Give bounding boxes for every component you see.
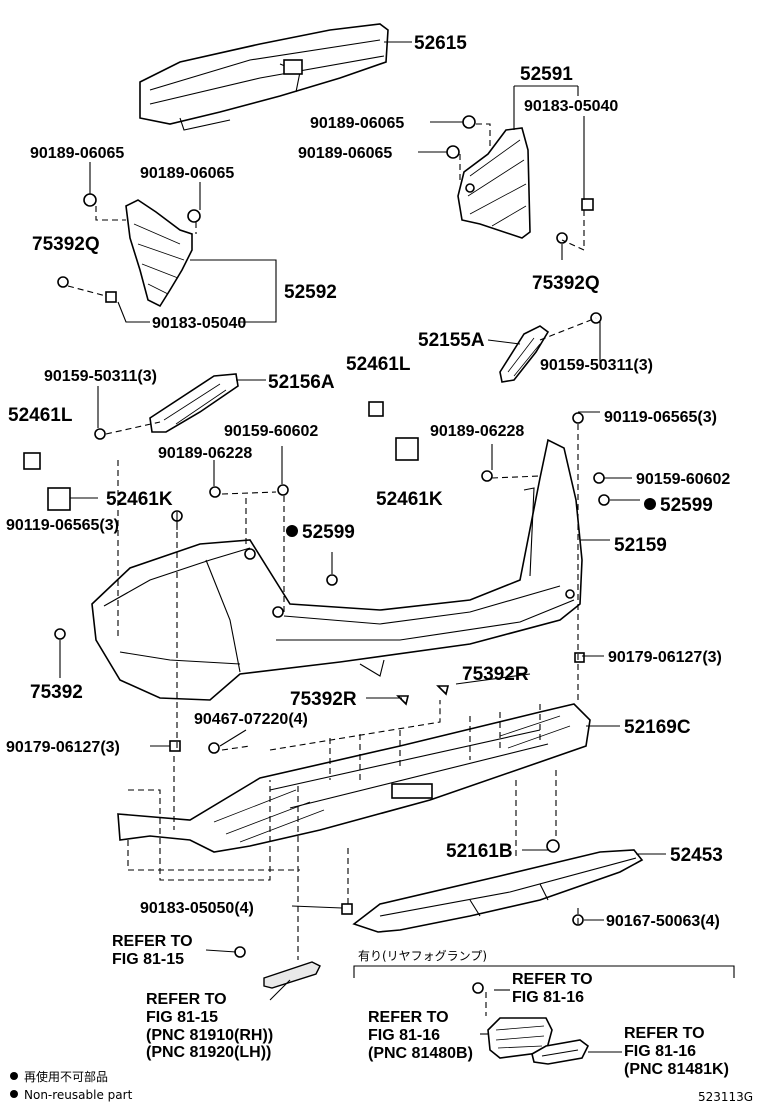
label-90119-06565-r: 90119-06565(3) xyxy=(604,409,717,426)
fasteners xyxy=(54,115,610,994)
label-75392: 75392 xyxy=(30,682,83,703)
label-90189-06065-c: 90189-06065 xyxy=(30,145,124,162)
label-52461l-c: 52461L xyxy=(346,354,411,375)
part-52159-bumper-cover xyxy=(91,438,583,701)
label-75392r-a: 75392R xyxy=(462,664,529,685)
label-90183-05040-r: 90183-05040 xyxy=(524,98,618,115)
legend-dot-en xyxy=(10,1090,18,1098)
label-90119-06565-l: 90119-06565(3) xyxy=(6,517,119,534)
refer-notes: REFER TO FIG 81-15 REFER TO FIG 81-15 (P… xyxy=(112,933,729,1078)
figure-id: 523113G xyxy=(698,1090,753,1104)
refer-a-line1: REFER TO xyxy=(112,933,193,950)
label-90189-06228-r: 90189-06228 xyxy=(430,423,524,440)
pad-52461K-center xyxy=(395,437,419,461)
label-52161b: 52161B xyxy=(446,841,513,862)
part-52592-left-retainer xyxy=(125,199,193,308)
refer-d-line3: (PNC 81480B) xyxy=(368,1045,473,1062)
refer-e-line2: FIG 81-16 xyxy=(624,1043,696,1060)
refer-c-line1: REFER TO xyxy=(512,971,593,988)
refer-b-line1: REFER TO xyxy=(146,991,227,1008)
part-bezel-81481K xyxy=(531,1039,590,1065)
part-52169C-garnish xyxy=(117,703,591,853)
refer-b-line2: FIG 81-15 xyxy=(146,1009,218,1026)
label-52599-c: 52599 xyxy=(302,522,355,543)
label-52592: 52592 xyxy=(284,282,337,303)
label-75392q-l: 75392Q xyxy=(32,234,100,255)
legend-jp: 再使用不可部品 xyxy=(24,1069,108,1084)
part-52591-right-retainer xyxy=(457,127,531,239)
refer-d-line1: REFER TO xyxy=(368,1009,449,1026)
label-90189-06228-l: 90189-06228 xyxy=(158,445,252,462)
part-reflector-81910-81920 xyxy=(263,961,321,989)
label-75392r-b: 75392R xyxy=(290,689,357,710)
label-90159-50311-l: 90159-50311(3) xyxy=(44,368,157,385)
label-52159: 52159 xyxy=(614,535,667,556)
refer-e-line3: (PNC 81481K) xyxy=(624,1061,729,1078)
box-caption: 有り(リヤフォグランプ) xyxy=(358,949,487,963)
part-fog-lamp-81480B xyxy=(487,1017,553,1059)
part-52156A-bracket xyxy=(149,373,239,433)
legend-en: Non-reusable part xyxy=(24,1088,133,1102)
label-90189-06065-b: 90189-06065 xyxy=(298,145,392,162)
pad-52461K-left xyxy=(47,487,71,511)
part-52615-reinforcement xyxy=(139,23,389,131)
refer-b-line4: (PNC 81920(LH)) xyxy=(146,1044,271,1061)
pad-52461L-center xyxy=(368,401,384,417)
label-90189-06065-d: 90189-06065 xyxy=(140,165,234,182)
part-labels: 52615 52591 90183-05040 90189-06065 9018… xyxy=(6,33,730,930)
label-90179-06127-l: 90179-06127(3) xyxy=(6,739,120,756)
label-52155a: 52155A xyxy=(418,330,485,351)
assembly-lines xyxy=(67,123,597,1016)
label-90189-06065-a: 90189-06065 xyxy=(310,115,404,132)
label-52615: 52615 xyxy=(414,33,467,54)
label-52461k-l: 52461K xyxy=(106,489,173,510)
pad-52461L-left xyxy=(23,452,41,470)
refer-e-line1: REFER TO xyxy=(624,1025,705,1042)
part-52453-diffuser xyxy=(352,849,644,933)
label-90159-50311-r: 90159-50311(3) xyxy=(540,357,653,374)
leader-lines xyxy=(59,41,666,1053)
label-90179-06127-r: 90179-06127(3) xyxy=(608,649,722,666)
label-52453: 52453 xyxy=(670,845,723,866)
non-reusable-dot xyxy=(286,525,298,537)
refer-a-line2: FIG 81-15 xyxy=(112,951,184,968)
label-90159-60602-l: 90159-60602 xyxy=(224,423,318,440)
refer-c-line2: FIG 81-16 xyxy=(512,989,584,1006)
legend: 再使用不可部品 Non-reusable part xyxy=(10,1069,133,1102)
label-90167-50063: 90167-50063(4) xyxy=(606,913,720,930)
label-52156a: 52156A xyxy=(268,372,335,393)
label-90183-05050: 90183-05050(4) xyxy=(140,900,254,917)
fog-lamp-option-box: 有り(リヤフォグランプ) xyxy=(353,949,735,978)
label-52461k-c: 52461K xyxy=(376,489,443,510)
label-90467-07220: 90467-07220(4) xyxy=(194,711,308,728)
refer-d-line2: FIG 81-16 xyxy=(368,1027,440,1044)
label-52461l-l: 52461L xyxy=(8,405,73,426)
label-52599-r: 52599 xyxy=(660,495,713,516)
non-reusable-dot xyxy=(644,498,656,510)
label-90183-05040-l: 90183-05040 xyxy=(152,315,246,332)
label-75392q-r: 75392Q xyxy=(532,273,600,294)
label-52169c: 52169C xyxy=(624,717,691,738)
refer-b-line3: (PNC 81910(RH)) xyxy=(146,1027,273,1044)
part-52155A-bracket xyxy=(499,325,550,383)
label-52591: 52591 xyxy=(520,64,573,85)
label-90159-60602-r: 90159-60602 xyxy=(636,471,730,488)
legend-dot-jp xyxy=(10,1072,18,1080)
